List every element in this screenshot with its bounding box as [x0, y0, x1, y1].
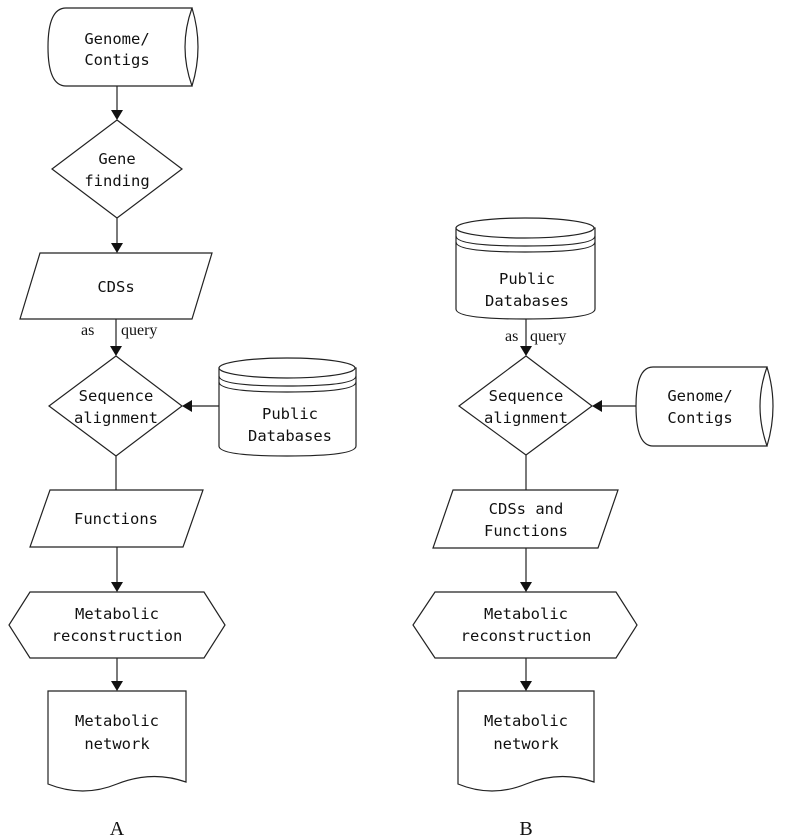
a-query-label-query: query [121, 322, 157, 339]
a-cdss-label: CDSs [97, 278, 134, 296]
b-genome-line1: Genome/ [667, 387, 732, 405]
a-connectors [110, 86, 219, 691]
b-metabolic-network-node: Metabolic network [457, 690, 595, 792]
a-gene-finding-line1: Gene [98, 150, 135, 168]
a-network-line1: Metabolic [75, 712, 159, 730]
a-sequence-alignment-node: Sequence alignment [47, 355, 183, 457]
a-network-line2: network [84, 735, 150, 753]
a-metabolic-reconstruction-node: Metabolic reconstruction [8, 591, 226, 659]
a-gene-finding-node: Gene finding [51, 119, 183, 219]
a-alignment-line1: Sequence [79, 387, 154, 405]
b-genome-line2: Contigs [667, 409, 732, 427]
a-public-databases-node: Public Databases [218, 357, 357, 457]
b-cdss-functions-node: CDSs and Functions [432, 489, 619, 549]
b-alignment-line1: Sequence [489, 387, 564, 405]
a-gene-finding-line2: finding [84, 172, 149, 190]
a-genome-line1: Genome/ [84, 30, 149, 48]
b-public-databases-node: Public Databases [455, 217, 596, 320]
a-databases-line1: Public [262, 405, 318, 423]
b-cdss-functions-line1: CDSs and [489, 500, 564, 518]
a-functions-label: Functions [74, 510, 158, 528]
panel-label-b: B [519, 818, 532, 839]
b-sequence-alignment-node: Sequence alignment [457, 355, 594, 456]
a-reconstruction-line1: Metabolic [75, 605, 159, 623]
a-cdss-node: CDSs [19, 252, 213, 320]
b-databases-line2: Databases [485, 292, 569, 310]
a-query-label-as: as [81, 322, 94, 339]
b-query-label-as: as [505, 328, 518, 345]
a-reconstruction-line2: reconstruction [52, 627, 183, 645]
b-reconstruction-line1: Metabolic [484, 605, 568, 623]
b-alignment-line2: alignment [484, 409, 568, 427]
panel-label-a: A [110, 818, 125, 839]
a-functions-node: Functions [29, 489, 204, 548]
b-network-line1: Metabolic [484, 712, 568, 730]
a-databases-line2: Databases [248, 427, 332, 445]
b-metabolic-reconstruction-node: Metabolic reconstruction [412, 591, 638, 659]
a-alignment-line2: alignment [74, 409, 158, 427]
b-query-label-query: query [530, 328, 566, 345]
b-genome-contigs-node: Genome/ Contigs [635, 366, 774, 447]
flowchart-a: Genome/ Contigs Gene finding CDSs as que… [8, 7, 357, 839]
a-genome-contigs-node: Genome/ Contigs [47, 7, 199, 87]
b-network-line2: network [493, 735, 559, 753]
a-metabolic-network-node: Metabolic network [47, 690, 187, 792]
b-reconstruction-line2: reconstruction [461, 627, 592, 645]
a-genome-line2: Contigs [84, 51, 149, 69]
flowchart-b: Public Databases as query Sequence align… [412, 217, 774, 839]
b-connectors [520, 319, 636, 691]
b-databases-line1: Public [499, 270, 555, 288]
b-cdss-functions-line2: Functions [484, 522, 568, 540]
